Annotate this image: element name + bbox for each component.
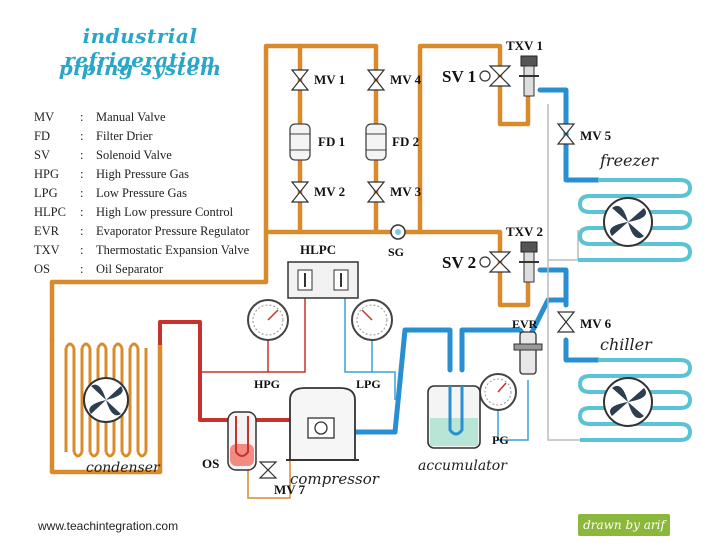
legend-separator: :	[80, 110, 84, 124]
label-condenser: condenser	[86, 460, 161, 476]
legend-row: HLPC: High Low pressure Control	[34, 205, 233, 220]
title-line-1: industrial refrigeration	[64, 24, 216, 72]
filter-drier-fd1	[289, 123, 311, 161]
legend-row: HPG: High Pressure Gas	[34, 167, 189, 182]
valve-mv6	[556, 311, 576, 333]
label-hpg: HPG	[254, 377, 280, 391]
label-mv7: MV 7	[274, 482, 306, 497]
label-os: OS	[202, 456, 219, 471]
solenoid-valve-sv1	[479, 65, 512, 87]
legend-desc: Thermostatic Expansion Valve	[96, 243, 250, 257]
credit-badge: drawn by arif	[578, 514, 670, 536]
legend-abbr: EVR	[34, 224, 59, 238]
oil-separator	[227, 411, 257, 471]
legend-desc: High Pressure Gas	[96, 167, 190, 181]
label-sg: SG	[388, 245, 404, 259]
legend-desc: Oil Separator	[96, 262, 163, 276]
legend-abbr: MV	[34, 110, 55, 124]
label-sv2: SV 2	[442, 253, 476, 272]
legend-desc: Filter Drier	[96, 129, 153, 143]
gauge-lines	[200, 104, 580, 499]
legend-desc: Low Pressure Gas	[96, 186, 187, 200]
discharge-line	[158, 320, 290, 422]
valve-mv3	[366, 181, 386, 203]
chiller-evaporator	[577, 358, 693, 442]
legend-abbr: HPG	[34, 167, 60, 181]
accumulator	[427, 385, 481, 449]
legend-desc: High Low pressure Control	[96, 205, 234, 219]
txv-1	[519, 55, 539, 97]
fan-icon	[610, 205, 646, 239]
legend-abbr: OS	[34, 262, 50, 276]
label-lpg: LPG	[356, 377, 381, 391]
legend-row: FD: Filter Drier	[34, 129, 153, 144]
liquid-line	[49, 43, 531, 475]
legend-separator: :	[80, 129, 84, 143]
valve-mv1	[290, 69, 310, 91]
filter-drier-fd2	[365, 123, 387, 161]
fan-icon	[610, 385, 646, 419]
legend-desc: Evaporator Pressure Regulator	[96, 224, 250, 238]
label-mv6: MV 6	[580, 316, 612, 331]
legend-abbr: LPG	[34, 186, 58, 200]
legend-separator: :	[80, 186, 84, 200]
compressor	[286, 387, 359, 461]
title-line-2: piping system	[58, 56, 222, 80]
legend-separator: :	[80, 205, 84, 219]
label-sv1: SV 1	[442, 67, 476, 86]
label-txv2: TXV 2	[506, 224, 543, 239]
legend-row: MV: Manual Valve	[34, 110, 166, 125]
legend-row: TXV: Thermostatic Expansion Valve	[34, 243, 249, 258]
label-chiller: chiller	[600, 335, 653, 354]
label-mv2: MV 2	[314, 184, 345, 199]
legend-separator: :	[80, 262, 84, 276]
label-mv5: MV 5	[580, 128, 612, 143]
label-compressor: compressor	[290, 470, 380, 488]
label-txv1: TXV 1	[506, 38, 543, 53]
legend-separator: :	[80, 224, 84, 238]
hpg-gauge	[247, 299, 289, 341]
label-fd1: FD 1	[318, 134, 345, 149]
solenoid-valve-sv2	[479, 251, 512, 273]
label-freezer: freezer	[599, 151, 659, 170]
lpg-gauge	[351, 299, 393, 341]
legend-desc: Manual Valve	[96, 110, 166, 124]
freezer-evaporator	[577, 178, 693, 262]
label-mv4: MV 4	[390, 72, 422, 87]
legend-separator: :	[80, 167, 84, 181]
hlpc-control	[287, 261, 359, 299]
pg-gauge	[479, 373, 517, 411]
evr-valve	[513, 331, 543, 375]
legend-separator: :	[80, 243, 84, 257]
legend-abbr: TXV	[34, 243, 60, 257]
legend-abbr: FD	[34, 129, 50, 143]
condenser-coil	[64, 342, 148, 458]
label-hlpc: HLPC	[300, 242, 336, 257]
label-mv3: MV 3	[390, 184, 422, 199]
legend-abbr: SV	[34, 148, 50, 162]
txv-2	[519, 241, 539, 283]
label-evr: EVR	[512, 317, 538, 331]
label-fd2: FD 2	[392, 134, 419, 149]
legend-row: LPG: Low Pressure Gas	[34, 186, 187, 201]
footer-website: www.teachintegration.com	[38, 519, 179, 533]
fan-icon	[89, 384, 123, 416]
valve-mv5	[556, 123, 576, 145]
valve-mv7	[258, 461, 278, 479]
legend-separator: :	[80, 148, 84, 162]
legend-row: OS: Oil Separator	[34, 262, 163, 277]
legend-row: SV: Solenoid Valve	[34, 148, 172, 163]
label-accumulator: accumulator	[418, 458, 508, 474]
legend-desc: Solenoid Valve	[96, 148, 172, 162]
sight-glass	[390, 224, 406, 240]
legend-row: EVR: Evaporator Pressure Regulator	[34, 224, 249, 239]
label-pg: PG	[492, 433, 509, 447]
legend-abbr: HLPC	[34, 205, 66, 219]
label-mv1: MV 1	[314, 72, 345, 87]
valve-mv4	[366, 69, 386, 91]
valve-mv2	[290, 181, 310, 203]
